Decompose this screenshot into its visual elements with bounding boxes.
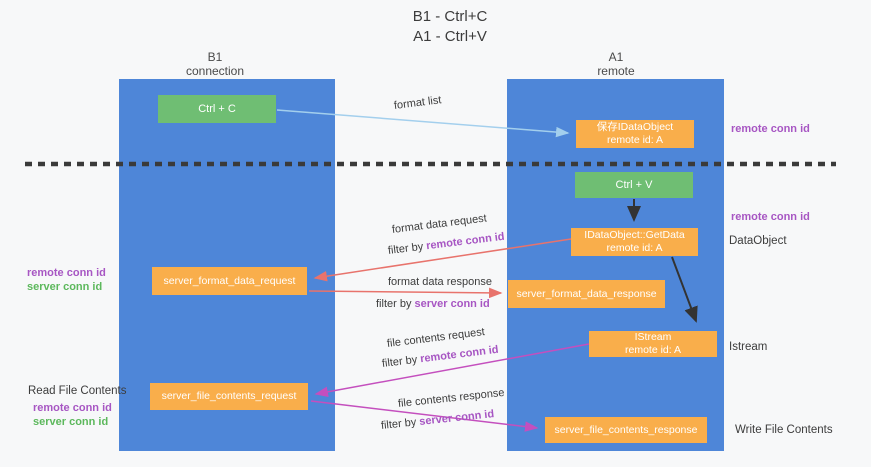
getdata-line1: IDataObject::GetData <box>584 229 685 241</box>
filter-by-prefix: filter by <box>376 298 415 310</box>
label-file-contents-response: file contents response <box>397 386 506 410</box>
server-format-data-request-label: server_format_data_request <box>163 274 296 287</box>
label-format-list: format list <box>393 94 443 112</box>
label-write-file-contents: Write File Contents <box>735 424 833 436</box>
ctrl-v-label: Ctrl + V <box>615 179 653 191</box>
filter-by-prefix: filter by <box>380 416 420 432</box>
label-format-data-response: format data response <box>388 276 492 288</box>
column-header-a1: A1 remote <box>556 50 676 78</box>
filter-by-prefix: filter by <box>381 353 421 370</box>
remote-conn-id-value: remote conn id <box>425 230 506 253</box>
node-ctrl-v: Ctrl + V <box>575 172 693 198</box>
column-a1-name: A1 <box>608 50 624 64</box>
node-server-format-data-response: server_format_data_response <box>508 280 665 308</box>
filter-by-prefix: filter by <box>387 240 427 257</box>
ctrl-c-label: Ctrl + C <box>198 103 236 115</box>
server-file-contents-request-label: server_file_contents_request <box>161 390 297 402</box>
label-filter-remote-1: filter by remote conn id <box>387 231 505 257</box>
server-conn-id-value: server conn id <box>414 298 490 310</box>
column-header-b1: B1 connection <box>155 50 275 78</box>
label-remote-conn-id-left-bottom: remote conn id <box>33 402 112 414</box>
label-read-file-contents: Read File Contents <box>28 385 127 397</box>
label-filter-server-1: filter by server conn id <box>376 298 490 310</box>
istream-line1: IStream <box>634 331 672 343</box>
node-idataobject-getdata: IDataObject::GetData remote id: A <box>571 228 698 256</box>
node-save-idataobject: 保存IDataObject remote id: A <box>576 120 694 148</box>
label-remote-conn-id-top-right: remote conn id <box>731 123 810 135</box>
getdata-line2: remote id: A <box>606 242 663 254</box>
istream-line2: remote id: A <box>624 344 682 356</box>
label-format-data-request: format data request <box>391 212 488 236</box>
node-server-file-contents-request: server_file_contents_request <box>150 383 308 410</box>
label-remote-conn-id-mid-right: remote conn id <box>731 211 810 223</box>
column-a1-subtitle: remote <box>597 64 635 78</box>
label-remote-conn-id-left-mid: remote conn id <box>27 267 106 279</box>
save-idataobject-line2: remote id: A <box>606 134 664 146</box>
title-line-1: B1 - Ctrl+C <box>412 8 488 25</box>
label-istream: Istream <box>729 341 768 353</box>
node-istream: IStream remote id: A <box>589 331 717 357</box>
node-server-format-data-request: server_format_data_request <box>152 267 307 295</box>
label-server-conn-id-left-bottom: server conn id <box>33 416 109 428</box>
label-filter-server-2: filter by server conn id <box>380 408 494 432</box>
node-server-file-contents-response: server_file_contents_response <box>545 417 707 443</box>
server-format-data-response-label: server_format_data_response <box>516 287 657 300</box>
server-file-contents-response-label: server_file_contents_response <box>554 423 698 436</box>
node-ctrl-c: Ctrl + C <box>158 95 276 123</box>
server-conn-id-value: server conn id <box>418 408 495 428</box>
column-b1-name: B1 <box>207 50 223 64</box>
label-dataobject: DataObject <box>729 235 787 247</box>
save-idataobject-line1: 保存IDataObject <box>596 121 674 133</box>
diagram-title: B1 - Ctrl+C A1 - Ctrl+V <box>330 7 570 47</box>
column-b1-subtitle: connection <box>185 64 245 78</box>
title-line-2: A1 - Ctrl+V <box>413 28 487 45</box>
arrow-format-data-response <box>308 287 503 299</box>
label-server-conn-id-left-mid: server conn id <box>27 281 103 293</box>
remote-conn-id-value: remote conn id <box>419 343 500 366</box>
